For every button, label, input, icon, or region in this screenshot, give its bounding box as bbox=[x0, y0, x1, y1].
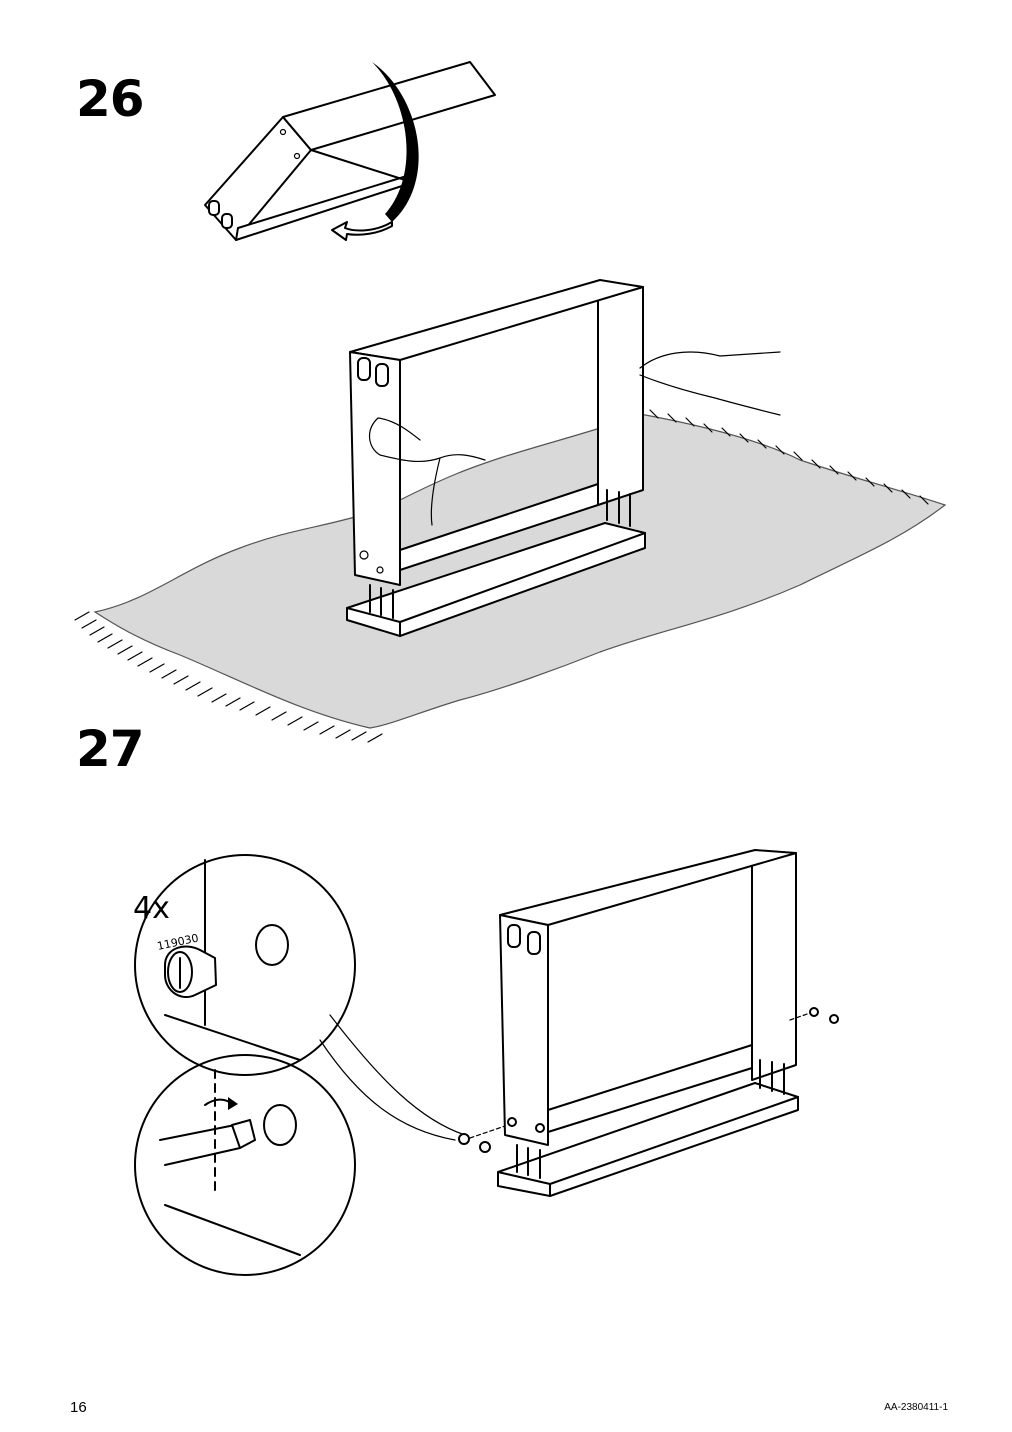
hands-illustration bbox=[369, 351, 781, 526]
detail-callout-upper bbox=[134, 854, 466, 1141]
quantity-label: 4x bbox=[133, 891, 170, 926]
step-number-27: 27 bbox=[76, 720, 145, 778]
frame-on-rug bbox=[346, 279, 646, 637]
step-number-26: 26 bbox=[76, 70, 145, 128]
flip-frame-diagram bbox=[204, 61, 496, 241]
rotate-arrow-icon bbox=[331, 62, 419, 241]
detail-callout-lower bbox=[134, 1054, 356, 1276]
page-number: 16 bbox=[70, 1399, 87, 1416]
assembled-frame bbox=[458, 849, 839, 1197]
document-id: AA-2380411-1 bbox=[884, 1402, 948, 1413]
